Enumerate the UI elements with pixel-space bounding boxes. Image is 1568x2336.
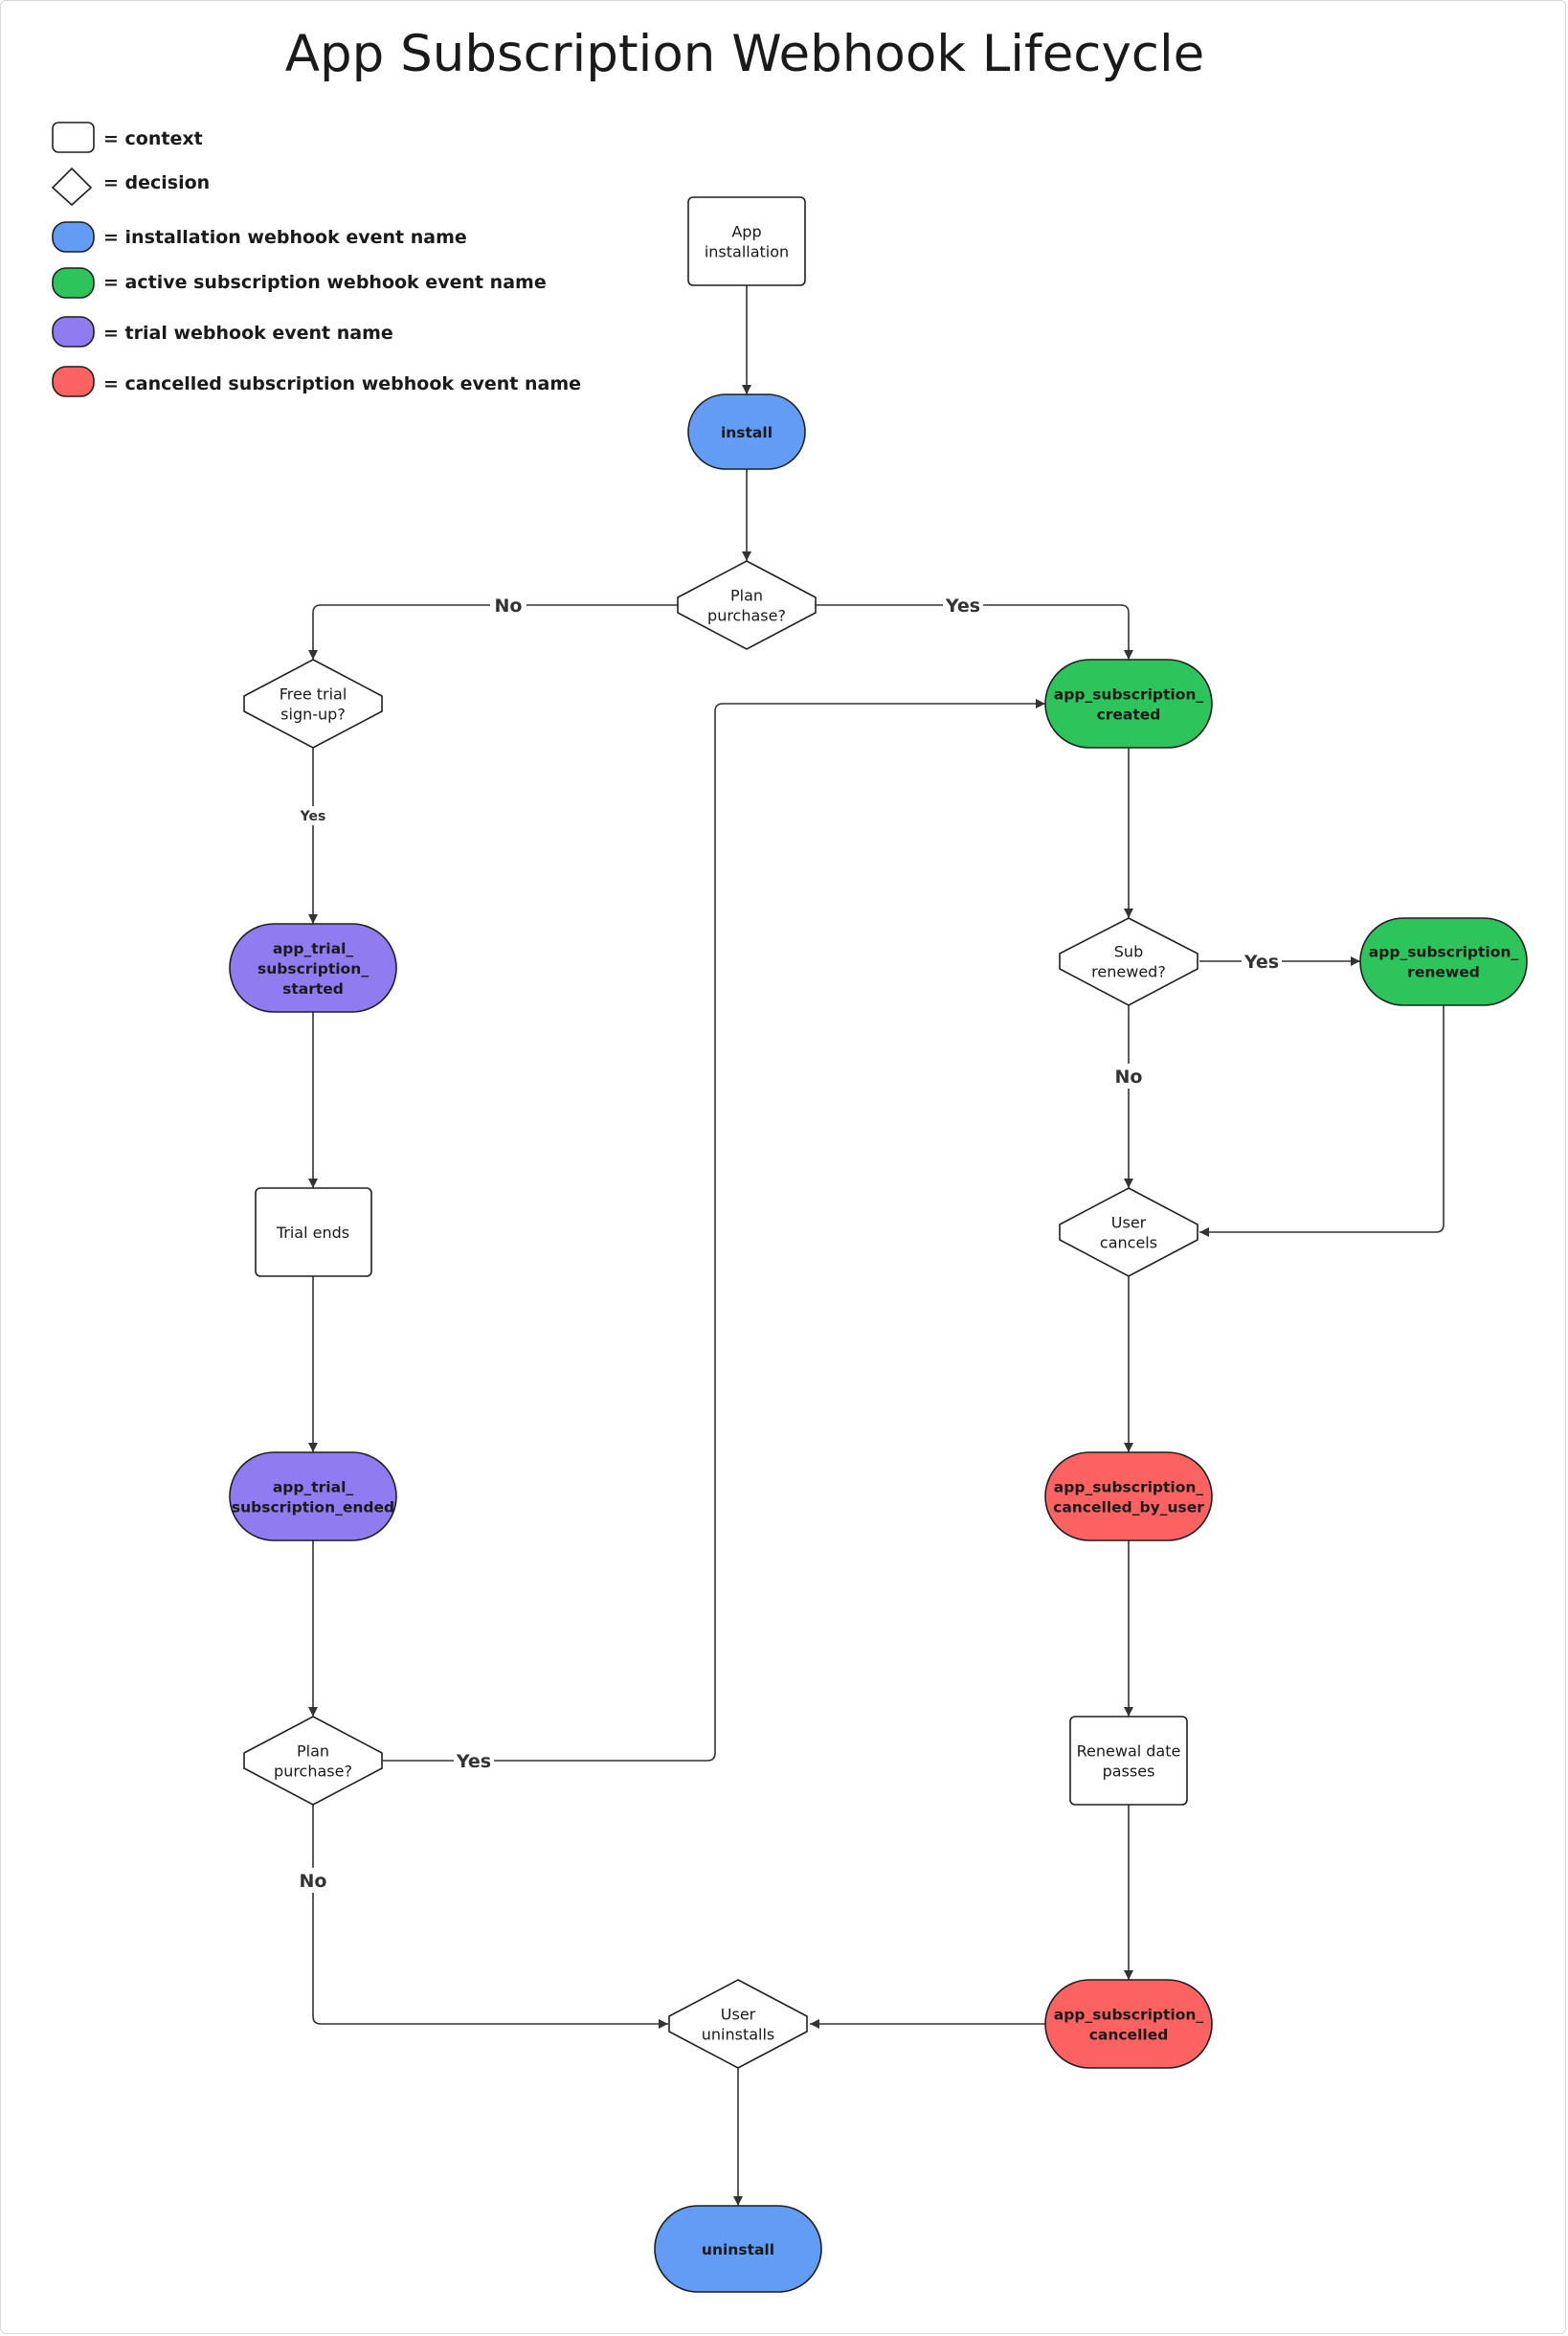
label-cancelled-by-user: app_subscription_ cancelled_by_user: [1053, 1479, 1204, 1516]
edge-label-renewed-yes: Yes: [1243, 952, 1279, 973]
nodes: App installation Trial ends Renewal date p…: [229, 196, 1528, 2293]
label-install: install: [721, 424, 773, 441]
node-label-line: Sub: [1114, 943, 1143, 961]
decision-user-cancels: [1059, 1187, 1198, 1277]
node-label-line: User: [721, 2006, 756, 2024]
node-label-line: subscription_ended: [232, 1499, 394, 1516]
label-user-cancels: User cancels: [1100, 1214, 1157, 1252]
context-app-installation: [687, 196, 806, 286]
node-label-line: purchase?: [274, 1763, 352, 1781]
label-trial-started: app_trial_ subscription_started: [258, 940, 369, 998]
event-install: [687, 393, 806, 470]
event-uninstall: [654, 2205, 822, 2293]
node-label-line: install: [721, 424, 773, 441]
event-sub-created: [1044, 659, 1213, 749]
node-label-line: cancels: [1100, 1234, 1157, 1252]
event-sub-renewed: [1359, 917, 1528, 1006]
edge-label-renewed-no: No: [1115, 1067, 1143, 1088]
decision-plan-purchase-bottom: [243, 1716, 383, 1806]
node-label-line: sign-up?: [280, 706, 346, 724]
node-label-line: uninstalls: [702, 2026, 775, 2044]
edge-plan-purchase-no-to-uninstalls: [312, 1805, 668, 2029]
legend-decision-swatch: [51, 167, 93, 207]
label-plan-purchase-top: Plan purchase?: [707, 587, 786, 625]
node-label-line: Trial ends: [276, 1224, 349, 1242]
label-sub-cancelled: app_subscription_ cancelled: [1054, 2007, 1204, 2044]
event-sub-cancelled: [1044, 1979, 1213, 2069]
node-label-line: Renewal date: [1077, 1742, 1181, 1761]
legend-cancelled-label: = cancelled subscription webhook event n…: [103, 373, 581, 394]
node-label-line: Free trial: [280, 685, 347, 704]
legend-active-label: = active subscription webhook event name: [103, 272, 547, 293]
legend-decision-label: = decision: [103, 172, 210, 193]
edge-label-top-yes: Yes: [945, 595, 980, 617]
node-label-line: cancelled: [1089, 2027, 1169, 2044]
node-label-line: passes: [1103, 1763, 1155, 1781]
diagram-title: App Subscription Webhook Lifecycle: [285, 25, 1205, 83]
context-trial-ends: [255, 1187, 372, 1277]
label-free-trial: Free trial sign-up?: [280, 685, 347, 724]
node-label-line: Plan: [730, 587, 763, 605]
context-renewal-passes: [1069, 1716, 1188, 1806]
edge-label-bottom-no: No: [300, 1871, 327, 1892]
node-label-line: app_trial_: [273, 1479, 354, 1496]
edge-sub-renewed-to-user-cancels: [1199, 1005, 1445, 1237]
node-label-line: Plan: [297, 1742, 329, 1761]
decision-user-uninstalls: [668, 1979, 808, 2069]
decision-free-trial: [243, 659, 383, 749]
node-label-line: User: [1111, 1214, 1147, 1232]
label-renewal-passes: Renewal date passes: [1077, 1742, 1181, 1781]
event-cancelled-by-user: [1044, 1451, 1213, 1541]
label-user-uninstalls: User uninstalls: [702, 2006, 775, 2044]
decision-sub-renewed: [1059, 917, 1198, 1006]
edges: [308, 285, 1445, 2206]
edge-labels: No Yes Yes Yes No Yes No: [295, 593, 1282, 1893]
node-label-line: created: [1097, 707, 1161, 724]
legend-cancelled-swatch: [52, 366, 95, 397]
label-sub-created: app_subscription_created: [1054, 686, 1204, 724]
legend-trial-swatch: [52, 316, 95, 348]
edge-plan-no-to-free-trial: [308, 604, 678, 660]
node-label-line: subscription_: [258, 960, 369, 977]
decision-plan-purchase-top: [677, 560, 817, 650]
label-sub-renewed-q: Sub renewed?: [1091, 943, 1166, 981]
legend: = context = decision = installation webh…: [51, 122, 581, 397]
node-label-line: installation: [705, 243, 789, 261]
event-trial-started: [229, 923, 397, 1013]
legend-installation-swatch: [52, 221, 95, 253]
label-app-installation: App installation: [705, 223, 789, 261]
legend-context-label: = context: [103, 128, 203, 149]
edge-label-trial-yes: Yes: [300, 809, 326, 824]
node-label-line: app_subscription_: [1054, 1479, 1204, 1496]
node-label-line: app_subscription_: [1369, 944, 1519, 961]
legend-trial-label: = trial webhook event name: [103, 323, 393, 344]
event-trial-ended: [229, 1451, 397, 1541]
legend-context-swatch: [52, 122, 95, 153]
label-trial-ends: Trial ends: [276, 1224, 349, 1242]
node-label-line: app_subscription_: [1054, 2007, 1204, 2024]
node-label-line: app_subscription_: [1054, 686, 1204, 704]
node-label-line: uninstall: [702, 2241, 774, 2258]
label-plan-purchase-bottom: Plan purchase?: [274, 1742, 352, 1781]
node-label-line: renewed: [1407, 964, 1480, 981]
node-label-line: cancelled_by_user: [1053, 1499, 1204, 1516]
node-label-line: renewed?: [1091, 963, 1166, 981]
node-label-line: app_trial_: [273, 940, 354, 957]
node-label-line: purchase?: [707, 607, 786, 625]
label-uninstall: uninstall: [702, 2241, 774, 2258]
label-sub-renewed: app_subscription_renewed: [1369, 944, 1519, 981]
label-trial-ended: app_trial_ subscription_ended: [232, 1479, 394, 1516]
node-label-line: App: [731, 223, 761, 241]
node-label-line: started: [282, 980, 344, 998]
edge-plan-purchase-yes-to-sub-created: [382, 699, 1045, 1762]
legend-active-swatch: [52, 267, 95, 299]
legend-installation-label: = installation webhook event name: [103, 227, 467, 248]
edge-label-top-no: No: [495, 595, 523, 617]
edge-label-bottom-yes: Yes: [456, 1751, 491, 1772]
edge-plan-yes-to-sub-created: [816, 604, 1133, 660]
